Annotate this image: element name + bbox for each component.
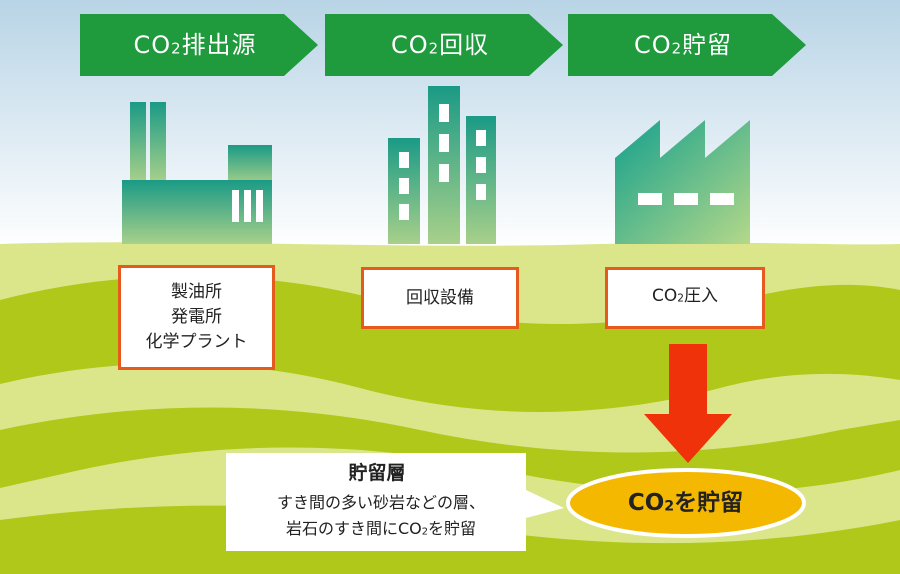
step-arrow-source: CO2排出源	[80, 14, 318, 76]
callout-bubble	[226, 453, 564, 551]
capture-equipment-box: 回収設備	[361, 267, 519, 329]
reservoir-description: すき間の多い砂岩などの層、 岩石のすき間にCO2を貯留	[236, 490, 526, 545]
source-line: 化学プラント	[145, 332, 248, 352]
injection-label: CO2圧入	[652, 286, 718, 307]
step-arrow-capture: CO2回収	[325, 14, 563, 76]
storage-label: CO2を貯留	[627, 490, 744, 516]
step-label-storage: CO2貯留	[633, 31, 733, 59]
factory-icon	[122, 102, 272, 244]
capture-equipment-label: 回収設備	[406, 287, 474, 308]
storage-ellipse	[566, 468, 806, 538]
reservoir-title: 貯留層	[348, 462, 406, 484]
down-arrow-icon	[644, 344, 732, 463]
reservoir-line-1: すき間の多い砂岩などの層、	[276, 493, 485, 512]
reservoir-line-2: 岩石のすき間にCO2を貯留	[285, 519, 477, 538]
injection-plant-icon	[615, 120, 750, 244]
source-facilities-box: 製油所 発電所 化学プラント	[118, 265, 275, 370]
source-line: 発電所	[171, 307, 222, 327]
step-arrow-storage: CO2貯留	[568, 14, 806, 76]
source-line: 製油所	[171, 282, 222, 302]
step-label-source: CO2排出源	[133, 31, 257, 59]
step-label-capture: CO2回収	[390, 31, 490, 59]
injection-box: CO2圧入	[605, 267, 765, 329]
capture-facility-icon	[388, 86, 496, 244]
